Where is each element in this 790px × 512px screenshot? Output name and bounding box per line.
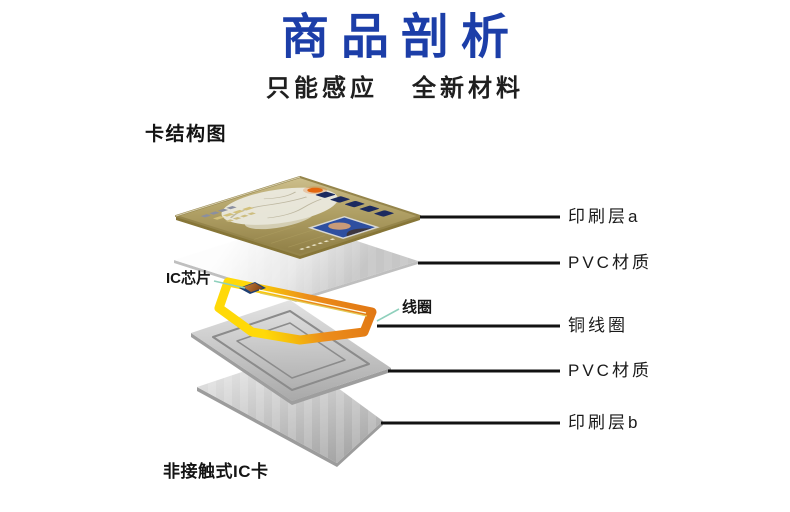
print-layer-b (197, 355, 383, 467)
layer-label-pvc-bottom: PVC材质 (568, 361, 652, 380)
subtitle-left: 只能感应 (266, 75, 378, 102)
coil-recess-inner (236, 322, 346, 379)
layer-label-pvc-top: PVC材质 (568, 253, 652, 272)
subtitle: 只能感应 全新材料 (0, 74, 790, 104)
card-photo (307, 216, 380, 240)
copper-coil (214, 277, 377, 345)
chip-callout-label: IC芯片 (166, 270, 212, 287)
layer-label-print-a: 印刷层a (568, 207, 641, 226)
callout-lines (213, 280, 400, 322)
card-grid-texture (253, 225, 326, 248)
diagram-caption: 非接触式IC卡 (163, 462, 269, 481)
connector-lines (377, 215, 560, 425)
print-layer-a (175, 176, 421, 259)
coil-leads (258, 289, 368, 317)
card-emblem-dot (303, 186, 328, 195)
coil-recess-outer (212, 310, 370, 391)
card-title-marks (315, 191, 394, 217)
coil-callout-line (376, 308, 400, 322)
layer-label-print-b: 印刷层b (568, 413, 641, 432)
card-map-artwork (221, 187, 338, 230)
coil-callout-label: 线圈 (402, 299, 433, 316)
subtitle-right: 全新材料 (412, 75, 524, 102)
card-structure-heading: 卡结构图 (145, 124, 228, 145)
page-title: 商品剖析 (280, 11, 521, 64)
layer-label-copper-coil: 铜线圈 (568, 316, 628, 335)
ic-chip (239, 282, 266, 294)
chip-callout-line (213, 280, 246, 289)
